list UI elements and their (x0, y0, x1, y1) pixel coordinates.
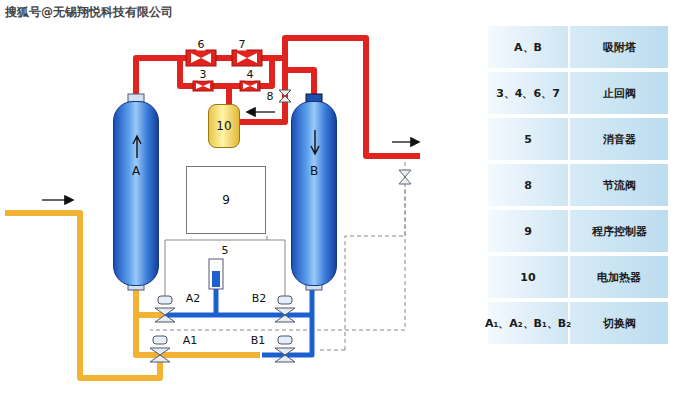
table-cell: 10 (520, 271, 535, 284)
outlet-pipe (136, 38, 420, 156)
valve-label: A1 (182, 334, 199, 347)
table-cell: A₁、A₂、B₁、B₂ (485, 316, 571, 331)
callout-number: 8 (266, 90, 275, 103)
outlet-valve (399, 170, 411, 184)
valve-label: B2 (251, 292, 268, 305)
adsorption-tower: A (113, 101, 159, 286)
callout-number: 3 (199, 68, 208, 81)
table-cell: 止回阀 (603, 86, 636, 101)
switch-valve (150, 296, 295, 362)
valve-label: B1 (250, 334, 267, 347)
node-label: 9 (222, 193, 230, 207)
check-valve (186, 50, 262, 91)
legend-table (488, 26, 668, 344)
table-cell: 9 (524, 225, 532, 238)
valve-label: A2 (185, 292, 202, 305)
flow-arrow (292, 102, 338, 287)
table-cell: 3、4、6、7 (496, 86, 560, 101)
watermark: 搜狐号@无锡翔悦科技有限公司 (5, 4, 173, 21)
table-cell: 电加热器 (597, 270, 641, 285)
callout-number: 6 (197, 38, 206, 51)
adsorption-tower: B (291, 101, 337, 286)
table-cell: 节流阀 (603, 178, 636, 193)
callout-number: 5 (221, 244, 230, 257)
node-label: A (132, 164, 140, 178)
table-cell: 5 (524, 133, 532, 146)
exhaust-pipe (165, 288, 312, 355)
table-cell: 切换阀 (603, 316, 636, 331)
callout-number: 4 (246, 68, 255, 81)
control-wire (150, 155, 405, 350)
electric-heater: 10 (208, 104, 240, 148)
flow-arrow (114, 102, 160, 287)
table-cell: 程序控制器 (592, 224, 647, 239)
program-controller: 9 (186, 166, 266, 234)
table-cell: 吸附塔 (603, 40, 636, 55)
throttle-valve (279, 90, 291, 102)
muffler (209, 259, 223, 289)
node-label: B (310, 164, 318, 178)
table-cell: 8 (524, 179, 532, 192)
node-label: 10 (216, 119, 231, 133)
table-cell: A、B (514, 40, 542, 55)
callout-number: 7 (238, 38, 247, 51)
table-cell: 消音器 (603, 132, 636, 147)
